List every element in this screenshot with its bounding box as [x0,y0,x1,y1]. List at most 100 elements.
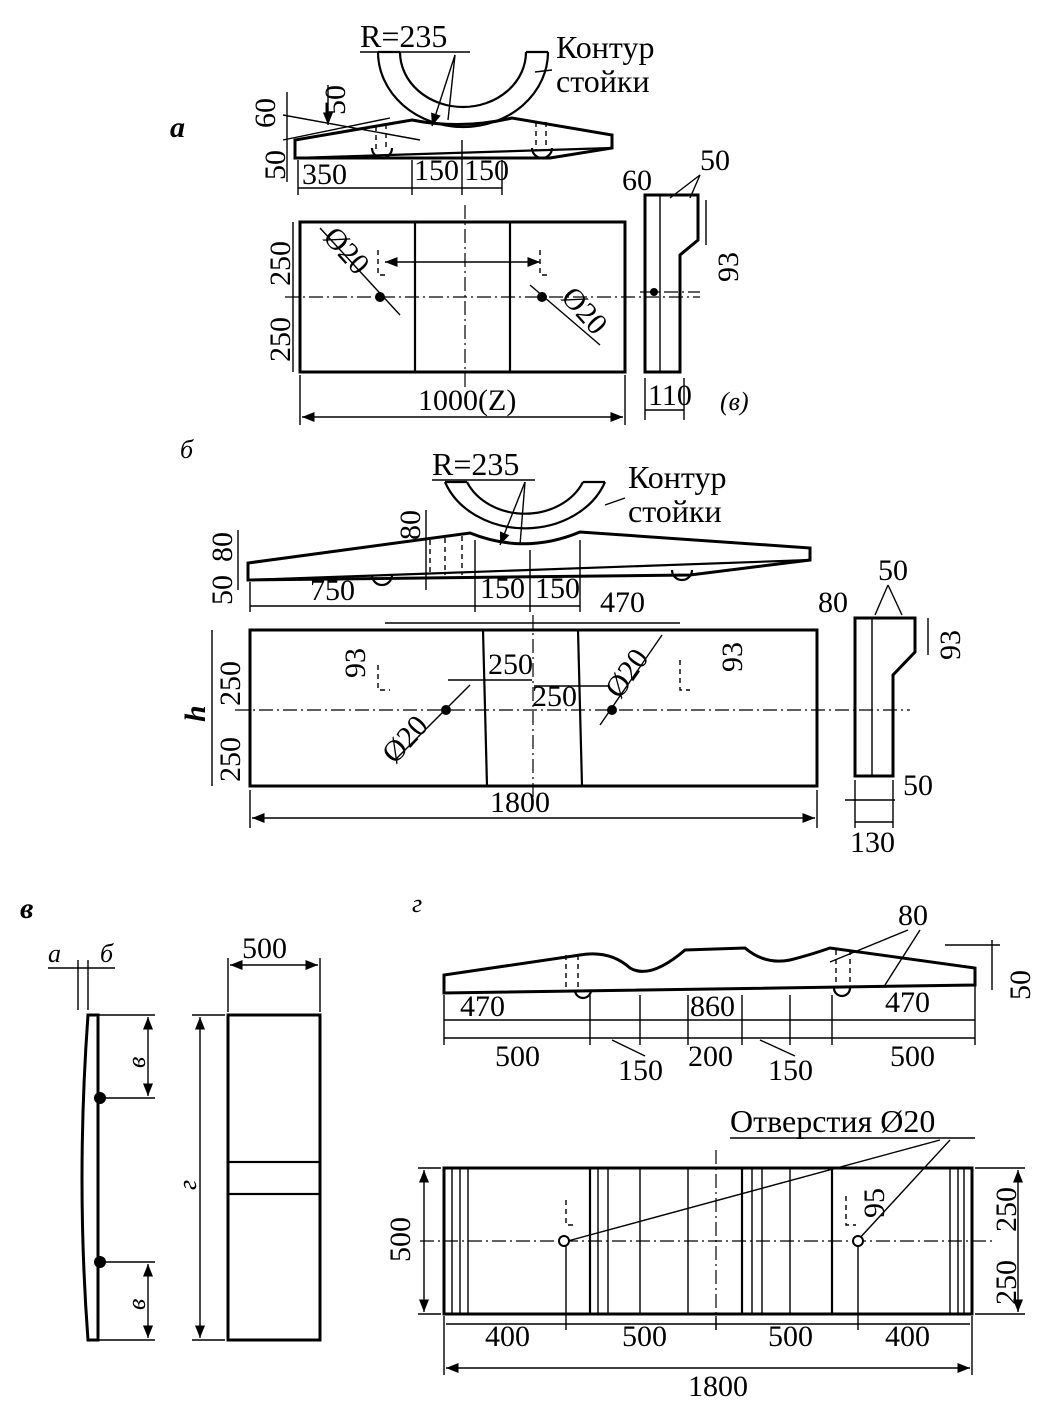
view-b-dim-250-in2: 250 [532,680,577,713]
view-a-profile [293,116,614,160]
view-b-side-130: 130 [850,826,895,859]
view-a-dim-60: 60 [249,98,282,128]
view-v-label-g: г [173,1180,202,1190]
view-b-side-50-leader2 [887,584,903,616]
view-b-side-93: 93 [934,630,967,660]
view-b-radius-leader [499,481,526,546]
view-v-label-a: а [48,939,61,968]
view-a-radius-leader2 [447,54,456,121]
view-b-dim-150a: 150 [480,572,525,605]
view-b-plan-div1 [481,629,489,787]
view-a-radius-label: R=235 [360,18,447,54]
view-b-hole-right [607,705,617,715]
view-b-dim-93-left: 93 [339,648,372,678]
view-g-profile [442,946,977,995]
view-b-plan-div2 [576,629,584,787]
view-b-side-section [853,616,917,778]
view-a-radius-leader [431,54,456,127]
view-g-dim-470a: 470 [460,990,505,1023]
view-g-dim-860: 860 [690,990,735,1023]
view-b-side-50b: 50 [903,769,933,802]
view-a-dim-1000: 1000(Z) [418,384,516,417]
view-v-label-v2: в [122,1299,151,1310]
view-a-side-section [643,193,700,374]
view-g-dim-50: 50 [1004,970,1037,1000]
view-b-dim-150b: 150 [535,572,580,605]
view-b-contour-line2: стойки [628,493,722,529]
view-a-dim-150a: 150 [414,154,459,187]
view-a-side-hole [650,288,658,296]
view-a-side-60: 60 [622,164,652,197]
view-b-dim-750: 750 [310,574,355,607]
view-b-contour-leader [604,497,626,506]
view-g-profile-base [443,983,976,995]
view-a-dim-250a: 250 [264,241,297,286]
view-a-letter: а [170,111,185,144]
view-a-dim-150b: 150 [464,154,509,187]
view-v-label-b: б [100,939,114,968]
view-a-dim-50-top: 50 [319,85,352,115]
view-a-contour-line1: Контур [556,29,654,65]
view-a: а R=235 Контур стойки 60 50 50 350 150 [170,18,749,425]
view-g-dim-400a: 400 [485,1320,530,1353]
view-a-hole-right [537,292,547,302]
view-a-dim-50-left: 50 [259,150,292,180]
view-a-side-50-leader2 [689,174,701,199]
view-g-hole-left [558,1235,570,1247]
view-a-side-93: 93 [712,252,745,282]
view-a-dim-350: 350 [302,158,347,191]
view-g-leader-150b [759,1039,796,1057]
view-b-side-80: 80 [818,586,848,619]
view-g-dim-250b: 250 [990,1260,1023,1305]
view-g-dim-95: 95 [858,1188,891,1218]
view-b-hole-label-right: Ø20 [599,643,656,704]
view-g-loop-hidden [565,1196,856,1226]
view-a-hole-leader-left [319,227,401,316]
view-a-loop-hidden [377,250,548,276]
view-b-contour-line1: Контур [628,459,726,495]
view-b-profile-base [247,558,811,582]
view-a-contour-leader [534,69,553,73]
view-v: в а б в в 500 г [20,892,322,1342]
view-g-holes-label: Отверстия Ø20 [730,1103,935,1139]
view-b-hole-left [441,705,451,715]
view-b-dim-470: 470 [600,586,645,619]
view-b-side-50: 50 [878,554,908,587]
view-v-side-profile [80,1013,100,1342]
view-g-letter: г [412,889,422,918]
view-b-side-50-leader1 [874,584,889,616]
view-b-dim-50-left: 50 [206,575,239,605]
view-b: б R=235 Контур стойки 80 50 80 750 150 1… [179,435,967,859]
view-a-leader-60 [282,114,421,141]
view-b-dim-93-right: 93 [716,642,749,672]
view-v-dim-500: 500 [242,932,287,965]
view-b-hole-label-left: Ø20 [376,709,435,769]
view-a-hole-left [375,292,385,302]
view-b-dim-h: h [179,705,212,722]
view-a-hole-leader-right [529,284,601,346]
view-b-loops [370,569,694,587]
view-a-profile-base [294,146,613,160]
view-g-dim-80-leader2 [884,929,921,986]
view-b-dim-80-left: 80 [206,532,239,562]
view-b-hole-leader-right [599,634,663,726]
view-g-dim-250a: 250 [990,1187,1023,1232]
view-g-dim-150a: 150 [618,1054,663,1087]
view-b-dim-250b: 250 [214,737,247,782]
view-a-hole-label-left: Ø20 [317,221,376,281]
view-g-dim-470b: 470 [885,986,930,1019]
view-b-pipe-contour [443,480,607,530]
view-b-hole-leader-left [394,684,471,761]
view-g-dim-150b: 150 [768,1054,813,1087]
view-v-label-v1: в [122,1057,151,1068]
view-g-dim-80-leader1 [829,929,909,963]
view-b-profile [246,530,812,582]
view-g-holes-leader2 [857,1139,951,1241]
view-v-letter: в [20,892,33,925]
view-g-dim-80: 80 [898,899,928,932]
view-b-radius-label: R=235 [432,446,519,482]
view-b-dim-80-mid: 80 [394,510,427,540]
view-g-leader-150a [611,1039,646,1057]
view-a-loops [370,147,554,160]
